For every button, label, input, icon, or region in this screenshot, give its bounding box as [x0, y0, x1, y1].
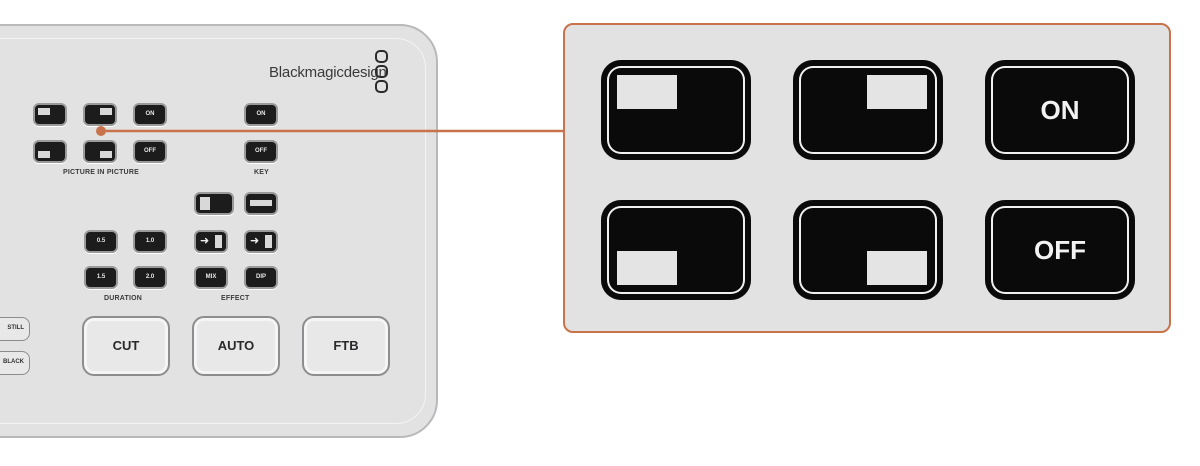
pip-section-label: PICTURE IN PICTURE [63, 169, 139, 176]
zoom-on-button[interactable]: ON [985, 60, 1135, 160]
brand-name: Blackmagicdesign [269, 64, 387, 81]
arrow-right-icon: ➜ [250, 235, 260, 247]
pip-top-right-button[interactable] [83, 103, 117, 126]
black-button[interactable]: BLACK [0, 351, 30, 375]
connector-dot [96, 126, 106, 136]
still-button[interactable]: STILL [0, 317, 30, 341]
key-on-button[interactable]: ON [244, 103, 278, 126]
pip-top-left-button[interactable] [33, 103, 67, 126]
duration-2-0-button[interactable]: 2.0 [133, 266, 167, 289]
wipe-vertical-button[interactable] [194, 192, 234, 215]
duration-section-label: DURATION [104, 295, 143, 302]
pip-bottom-right-button[interactable] [83, 140, 117, 163]
zoom-off-button[interactable]: OFF [985, 200, 1135, 300]
duration-1-5-button[interactable]: 1.5 [84, 266, 118, 289]
duration-0-5-button[interactable]: 0.5 [84, 230, 118, 253]
wipe-horizontal-button[interactable] [244, 192, 278, 215]
effect-mix-button[interactable]: MIX [194, 266, 228, 289]
arrow-right-icon: ➜ [200, 235, 210, 247]
ftb-button[interactable]: FTB [302, 316, 390, 376]
pip-on-button[interactable]: ON [133, 103, 167, 126]
push-left-button[interactable]: ➜ [194, 230, 228, 253]
zoom-pip-bottom-left-button[interactable] [601, 200, 751, 300]
zoom-pip-top-left-button[interactable] [601, 60, 751, 160]
zoom-callout-panel: ON OFF [563, 23, 1171, 333]
duration-1-0-button[interactable]: 1.0 [133, 230, 167, 253]
key-section-label: KEY [254, 169, 269, 176]
push-right-button[interactable]: ➜ [244, 230, 278, 253]
cut-button[interactable]: CUT [82, 316, 170, 376]
pip-bottom-left-button[interactable] [33, 140, 67, 163]
panel-inner-bevel [0, 38, 426, 424]
key-off-button[interactable]: OFF [244, 140, 278, 163]
effect-dip-button[interactable]: DIP [244, 266, 278, 289]
brand-logo-icon [374, 49, 390, 97]
effect-section-label: EFFECT [221, 295, 250, 302]
pip-off-button[interactable]: OFF [133, 140, 167, 163]
zoom-pip-bottom-right-button[interactable] [793, 200, 943, 300]
auto-button[interactable]: AUTO [192, 316, 280, 376]
zoom-pip-top-right-button[interactable] [793, 60, 943, 160]
